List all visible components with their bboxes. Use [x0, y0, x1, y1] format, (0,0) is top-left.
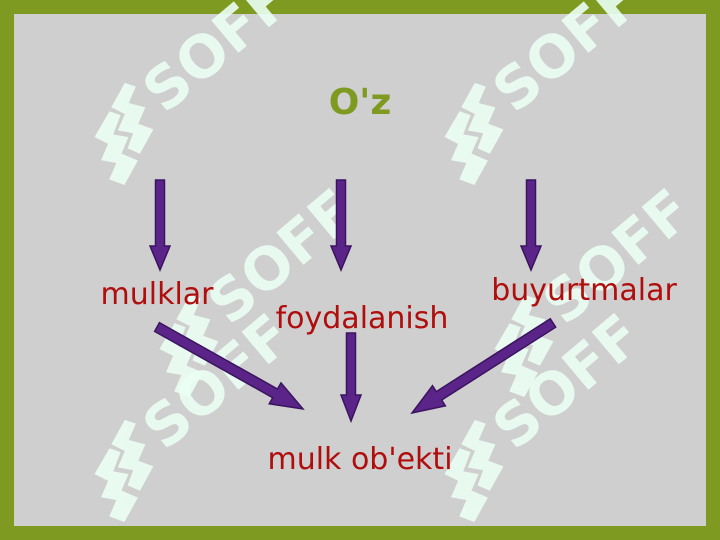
soff-logo-icon: [494, 294, 554, 397]
node-buyurtmalar: buyurtmalar: [491, 273, 677, 308]
watermark-text: SOFF: [130, 0, 304, 125]
watermark-2: SOFF: [444, 0, 654, 185]
arrow-mulklar-to-mulk-obekti: [153, 321, 305, 411]
soff-logo-icon: [159, 294, 219, 397]
soff-logo-icon: [444, 82, 504, 185]
arrow-title-to-mulklar: [148, 179, 172, 272]
soff-logo-icon: [444, 419, 504, 522]
arrow-layer: [148, 179, 557, 424]
node-foydalanish: foydalanish: [276, 301, 449, 336]
node-mulk-obekti: mulk ob'ekti: [267, 442, 452, 477]
arrow-title-to-buyurtmalar: [519, 179, 543, 272]
arrow-foydalanish-to-mulk-obekti: [339, 332, 363, 424]
watermark-text: SOFF: [480, 0, 654, 125]
arrow-buyurtmalar-to-mulk-obekti: [410, 317, 557, 415]
arrow-title-to-foydalanish: [329, 179, 353, 272]
soff-logo-icon: [94, 419, 154, 522]
watermark-1: SOFF: [94, 0, 304, 185]
diagram-title: O'z: [329, 82, 392, 123]
node-mulklar: mulklar: [101, 277, 215, 312]
soff-logo-icon: [94, 82, 154, 185]
